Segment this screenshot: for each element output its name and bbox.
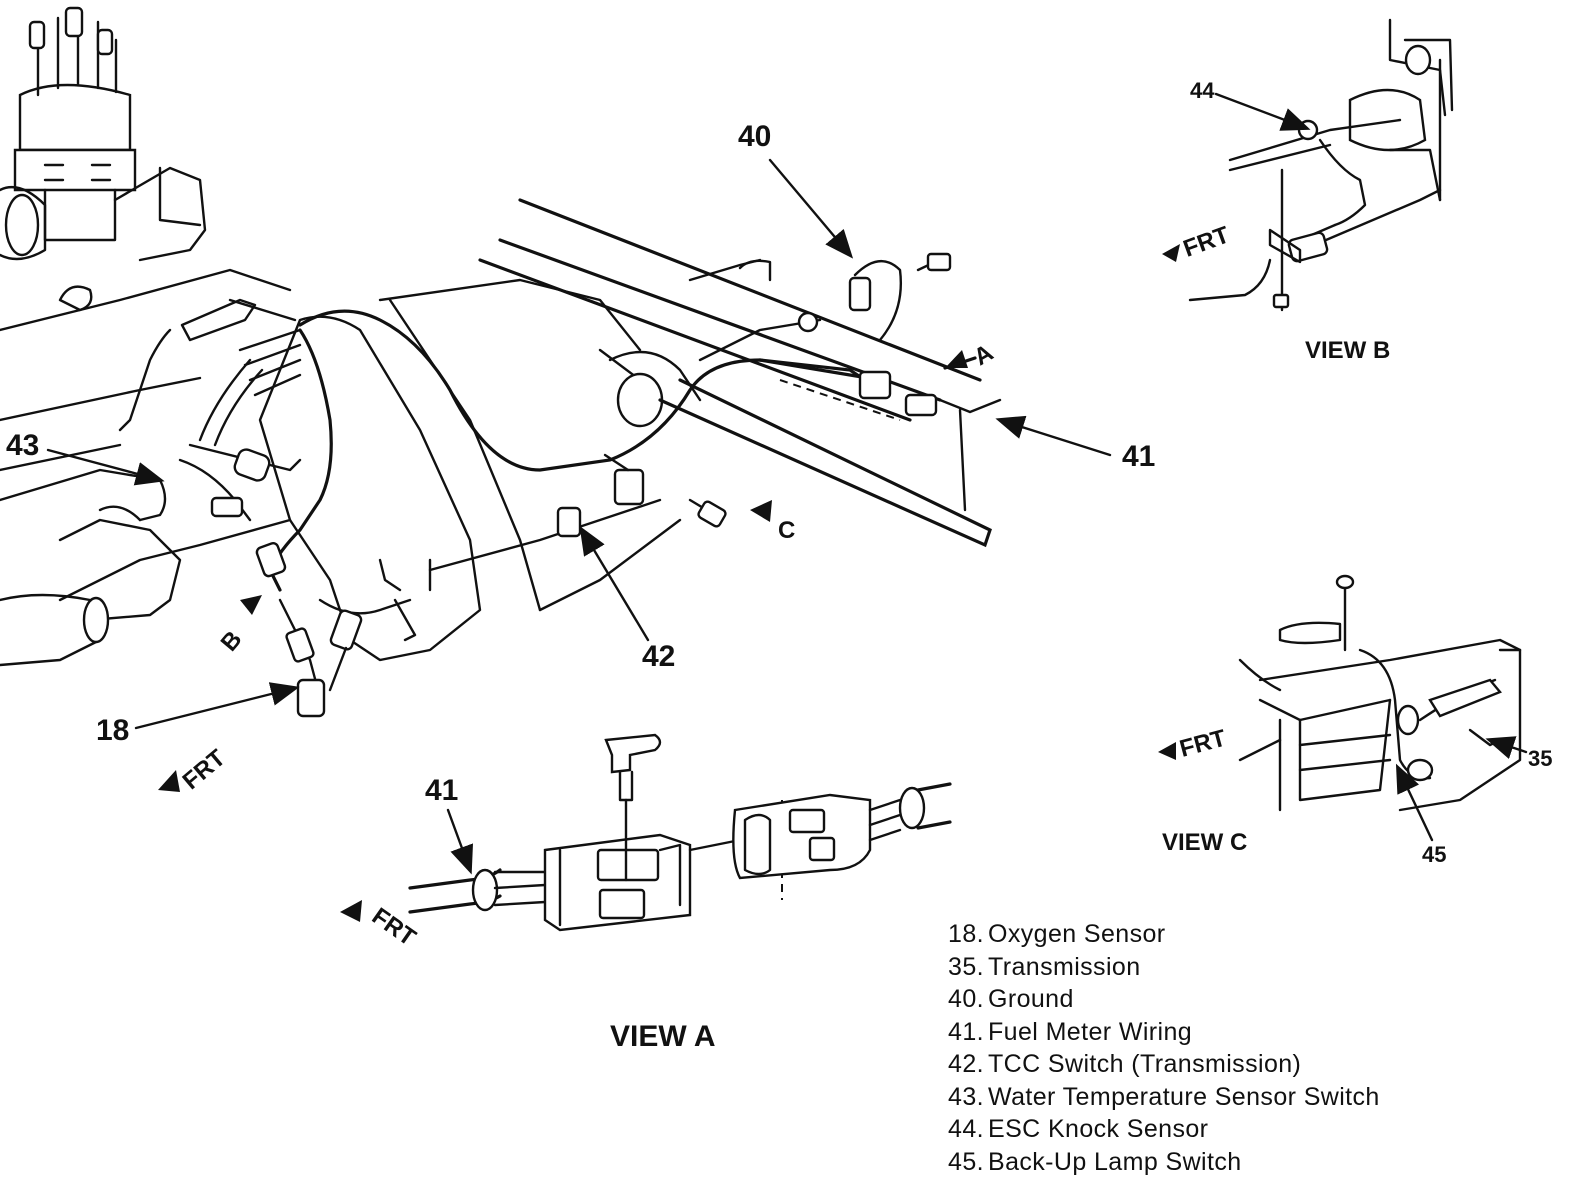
view-c-letter: C	[778, 517, 795, 544]
legend-label: Oxygen Sensor	[988, 920, 1166, 948]
callout-40: 40	[738, 120, 771, 153]
view-c-title: VIEW C	[1162, 829, 1247, 856]
frt-arrow-main: FRT	[158, 744, 231, 795]
frt-label-main: FRT	[178, 744, 231, 795]
legend-label: Back-Up Lamp Switch	[988, 1147, 1242, 1176]
legend-row: 18.Oxygen Sensor	[932, 918, 1532, 951]
view-b-title: VIEW B	[1305, 337, 1390, 364]
transmission-housing	[58, 258, 822, 662]
callout-41-view-a: 41	[425, 774, 458, 807]
view-a-letter: A	[969, 339, 998, 371]
wiring-harness	[255, 252, 952, 718]
view-a-title: VIEW A	[610, 1020, 716, 1053]
legend-label: Ground	[988, 985, 1074, 1013]
legend-number: 18.	[948, 920, 984, 948]
callout-35: 35	[1528, 746, 1552, 771]
callout-42: 42	[642, 640, 675, 673]
view-a-pointer: A	[943, 339, 998, 371]
view-a: 41 FRT VIEW A	[340, 733, 952, 1053]
callout-45: 45	[1422, 842, 1446, 867]
legend-row: 40.Ground	[932, 983, 1532, 1016]
legend-label: Fuel Meter Wiring	[988, 1017, 1193, 1046]
legend-label: ESC Knock Sensor	[988, 1115, 1209, 1143]
frame-rail	[478, 198, 1002, 548]
legend-row: 41.Fuel Meter Wiring	[932, 1016, 1532, 1049]
callout-44: 44	[1190, 78, 1215, 103]
frt-arrow-view-b: FRT	[1162, 221, 1233, 263]
frt-arrow-view-c: FRT	[1158, 725, 1229, 763]
engine-illustration	[0, 6, 302, 667]
legend-row: 42.TCC Switch (Transmission)	[932, 1048, 1532, 1081]
main-callouts: 40 41 43 42 18 A C B FRT	[6, 120, 1155, 795]
view-b-letter: B	[216, 626, 248, 657]
legend-number: 44.	[948, 1115, 984, 1143]
legend-label: TCC Switch (Transmission)	[988, 1050, 1302, 1078]
callout-43: 43	[6, 429, 39, 462]
view-c: 35 45 FRT VIEW C	[1158, 574, 1552, 867]
legend-row: 43.Water Temperature Sensor Switch	[932, 1081, 1532, 1114]
legend-label: Water Temperature Sensor Switch	[988, 1082, 1380, 1111]
legend: 18.Oxygen Sensor 35.Transmission 40.Grou…	[932, 918, 1532, 1178]
legend-number: 43.	[948, 1082, 984, 1111]
view-c-pointer: C	[750, 500, 795, 544]
legend-number: 45.	[948, 1147, 984, 1176]
legend-number: 41.	[948, 1017, 984, 1046]
legend-label: Transmission	[988, 952, 1141, 981]
frt-label-view-b: FRT	[1180, 221, 1233, 262]
legend-row: 44.ESC Knock Sensor	[932, 1113, 1532, 1146]
view-b: 44 FRT VIEW B	[1162, 18, 1454, 364]
legend-number: 42.	[948, 1050, 984, 1078]
callout-41-main: 41	[1122, 440, 1155, 473]
legend-row: 45.Back-Up Lamp Switch	[932, 1146, 1532, 1179]
legend-row: 35.Transmission	[932, 951, 1532, 984]
legend-number: 40.	[948, 985, 984, 1013]
frt-arrow-view-a: FRT	[340, 900, 421, 952]
frt-label-view-c: FRT	[1177, 725, 1229, 763]
view-b-pointer: B	[216, 595, 262, 657]
legend-number: 35.	[948, 952, 984, 981]
callout-18: 18	[96, 714, 129, 747]
